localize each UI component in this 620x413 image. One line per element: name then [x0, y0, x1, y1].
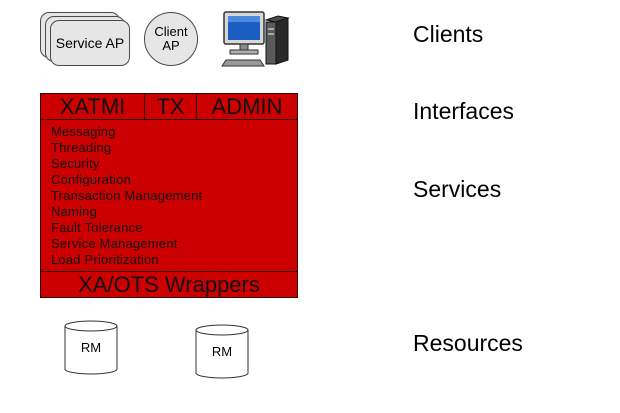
service-ap-label: Service AP — [55, 35, 125, 51]
interface-admin: ADMIN — [211, 93, 283, 119]
service-item: Configuration — [51, 172, 131, 187]
middleware-block: XATMI TX ADMIN Messaging Threading Secur… — [40, 93, 298, 298]
service-item: Messaging — [51, 124, 116, 139]
database-cylinder-icon — [195, 324, 249, 379]
database-cylinder-icon — [64, 320, 118, 375]
service-item: Security — [51, 156, 100, 171]
services-list: Messaging Threading Security Configurati… — [51, 124, 202, 268]
desktop-computer-icon — [221, 11, 290, 67]
client-ap-node: Client AP — [144, 12, 198, 66]
rm-label: RM — [211, 344, 233, 359]
interface-xatmi: XATMI — [41, 94, 145, 119]
interfaces-label: Interfaces — [413, 98, 514, 124]
service-item: Threading — [51, 140, 112, 155]
rm-label: RM — [80, 340, 102, 355]
service-item: Fault Tolerance — [51, 220, 143, 235]
service-item: Naming — [51, 204, 97, 219]
service-ap-node: Service AP — [50, 20, 130, 66]
rm-node-2: RM — [195, 324, 249, 380]
client-ap-label: Client AP — [154, 24, 188, 53]
clients-label: Clients — [413, 21, 484, 47]
interfaces-row: XATMI TX ADMIN — [41, 94, 297, 120]
service-item: Load Prioritization — [51, 252, 159, 267]
service-item: Service Management — [51, 236, 178, 251]
resources-label: Resources — [413, 330, 523, 356]
service-item: Transaction Management — [51, 188, 203, 203]
interface-tx: TX — [145, 94, 197, 119]
services-label: Services — [413, 176, 502, 202]
rm-node-1: RM — [64, 320, 118, 376]
xa-ots-wrappers: XA/OTS Wrappers — [41, 271, 297, 297]
